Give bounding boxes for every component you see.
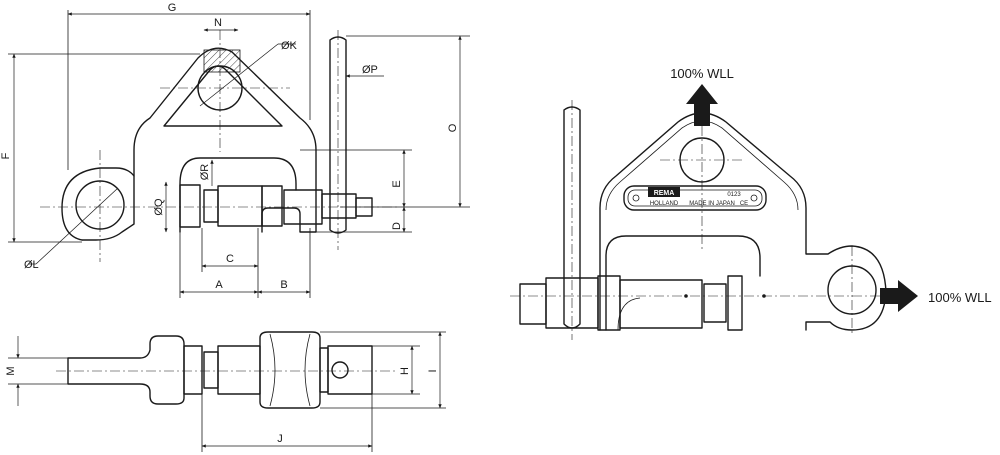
dimension-label-b: B — [280, 279, 287, 291]
dimension-label-j: J — [277, 433, 283, 445]
horizontal-load-arrow-icon — [880, 280, 918, 312]
horizontal-wll-label: 100% WLL — [928, 290, 992, 305]
nameplate-number: 0123 — [727, 192, 741, 198]
front-view: G N ØK ØP F O ØR E ØQ D ØL C A B — [0, 2, 470, 298]
dimension-label-k: ØK — [281, 40, 298, 52]
dimension-label-h: H — [399, 367, 411, 375]
load-direction-view: REMA HOLLAND MADE IN JAPAN 0123 CE 100% … — [510, 66, 992, 340]
dimension-label-a: A — [215, 279, 223, 291]
nameplate-brand: REMA — [654, 190, 675, 197]
nameplate-origin: HOLLAND — [650, 201, 679, 207]
dimension-label-c: C — [226, 253, 234, 265]
dimension-label-n: N — [214, 17, 222, 29]
top-view: M H I J — [5, 331, 446, 452]
dimension-label-o: O — [447, 123, 459, 132]
dimension-label-l: ØL — [24, 259, 39, 271]
dimension-label-d: D — [391, 222, 403, 230]
nameplate-ce-mark: CE — [740, 201, 748, 207]
nameplate-made-in: MADE IN JAPAN — [689, 201, 735, 207]
vertical-load-arrow-icon — [686, 84, 718, 126]
dimension-label-e: E — [391, 180, 403, 187]
nameplate — [623, 185, 767, 211]
dimension-label-f: F — [0, 152, 12, 159]
dimension-label-g: G — [168, 2, 177, 14]
dimension-label-r: ØR — [199, 164, 211, 181]
dimension-label-m: M — [5, 366, 17, 375]
vertical-wll-label: 100% WLL — [670, 66, 734, 81]
dimension-label-i: I — [427, 369, 439, 372]
dimension-label-q: ØQ — [153, 198, 165, 216]
dimension-label-p: ØP — [362, 64, 378, 76]
